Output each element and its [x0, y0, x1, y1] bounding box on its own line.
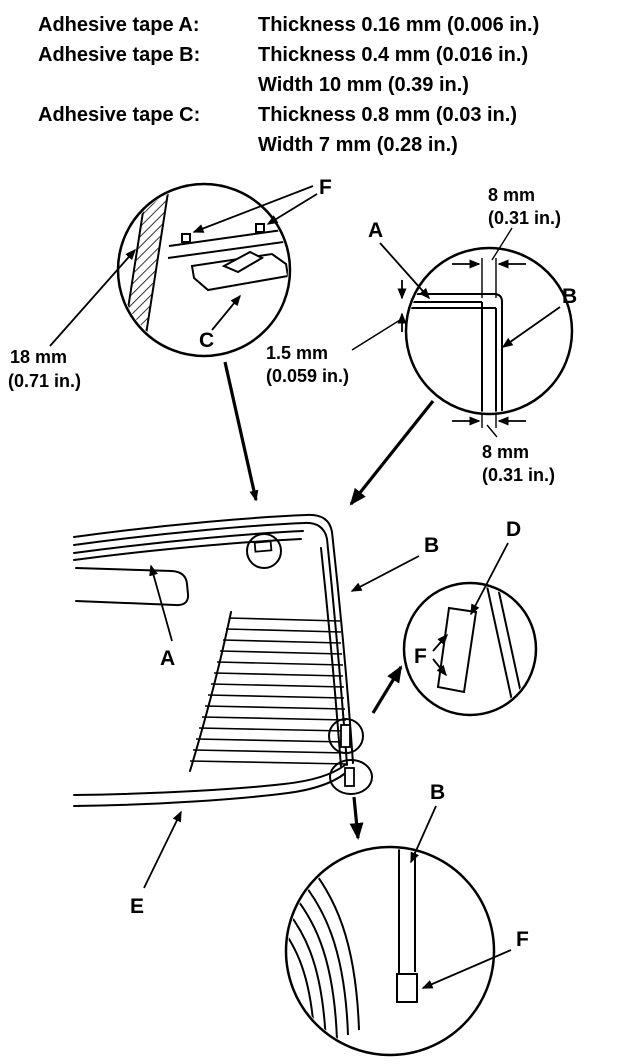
leader-b-bottom [410, 805, 437, 864]
callout-ellipse-bottom-corner [329, 759, 373, 795]
spec-label-tape-b: Adhesive tape B: [38, 44, 201, 66]
callout-arrow-d-detail [371, 665, 403, 714]
label-f-clip: F [319, 176, 332, 199]
spec-value-tape-b-thickness: Thickness 0.4 mm (0.016 in.) [258, 44, 529, 66]
leader-f-d-upper [432, 633, 448, 652]
leader-f-clip-2 [266, 193, 318, 225]
leader-f-d-lower [432, 658, 447, 677]
callout-circle-top-edge [246, 533, 282, 569]
detail-circle-corner [404, 246, 574, 416]
dim-8mm-top-in: (0.31 in.) [488, 208, 561, 228]
dim-8mm-bottom: 8 mm [482, 442, 529, 462]
leader-b-main [350, 555, 420, 592]
label-f-bottom: F [516, 928, 529, 951]
spec-row: Adhesive tape A: Thickness 0.16 mm (0.00… [38, 10, 539, 40]
spec-value-tape-c-width: Width 7 mm (0.28 in.) [258, 134, 458, 156]
molding-strip-hatched [120, 186, 171, 354]
label-a-corner: A [368, 219, 383, 242]
tape-end-marker [344, 767, 355, 787]
detail-circle-bottom [284, 845, 496, 1057]
clip-f-marker-bottom [396, 973, 418, 1003]
spec-label-tape-c: Adhesive tape C: [38, 104, 201, 126]
dim-18mm: 18 mm [10, 347, 67, 367]
spec-row: Adhesive tape B: Thickness 0.4 mm (0.016… [38, 40, 539, 70]
label-e-main: E [130, 895, 144, 918]
label-f-d: F [414, 645, 427, 668]
dim-1-5mm: 1.5 mm [266, 343, 328, 363]
callout-arrow-corner-detail [349, 400, 435, 506]
corner-detail-content [408, 293, 503, 412]
spec-value-tape-c-thickness: Thickness 0.8 mm (0.03 in.) [258, 104, 517, 126]
leader-e-main [143, 810, 182, 889]
leader-a-main [149, 564, 173, 642]
label-d: D [506, 518, 521, 541]
spec-label-tape-a: Adhesive tape A: [38, 14, 200, 36]
leader-f-bottom [421, 949, 512, 989]
leader-a-corner [379, 242, 430, 300]
spec-row: Adhesive tape C: Thickness 0.8 mm (0.03 … [38, 100, 539, 130]
clip-f-square-2 [255, 223, 265, 233]
defroster-lines [189, 617, 349, 765]
spec-value-tape-b-width: Width 10 mm (0.39 in.) [258, 74, 469, 96]
clip-detail-content [120, 186, 288, 354]
d-detail-content [436, 585, 525, 711]
clip-d-marker-right [340, 724, 351, 748]
label-b-corner: B [562, 285, 577, 308]
label-b-main: B [424, 534, 439, 557]
clip-d-strip [436, 606, 478, 694]
spec-value-tape-a-thickness: Thickness 0.16 mm (0.006 in.) [258, 14, 540, 36]
callout-arrow-bottom-detail [349, 796, 364, 840]
dim-8mm-top: 8 mm [488, 185, 535, 205]
callout-arrow-clip-detail [223, 361, 259, 502]
glass-corner-edge [408, 293, 503, 412]
leader-c-clip [211, 294, 241, 331]
leader-f-clip-1 [192, 185, 314, 233]
clip-f-square-1 [181, 233, 191, 243]
clip-c-arm [221, 250, 265, 274]
leader-18mm [49, 248, 136, 347]
clip-f-marker-top [253, 540, 273, 553]
glass-outline [73, 513, 354, 807]
dim-1-5mm-in: (0.059 in.) [266, 366, 349, 386]
dim-18mm-in: (0.71 in.) [8, 371, 81, 391]
clip-c-body [190, 252, 288, 292]
label-c-clip: C [199, 329, 214, 352]
leader-b-corner [501, 306, 561, 348]
adhesive-tape-spec: Adhesive tape A: Thickness 0.16 mm (0.00… [38, 10, 539, 160]
leader-d [470, 542, 509, 616]
label-b-bottom: B [430, 781, 445, 804]
spec-row: Width 10 mm (0.39 in.) [38, 70, 539, 100]
spec-row: Width 7 mm (0.28 in.) [38, 130, 539, 160]
callout-circle-right-edge [328, 718, 364, 754]
dim-8mm-bottom-in: (0.31 in.) [482, 465, 555, 485]
label-a-main: A [160, 647, 175, 670]
